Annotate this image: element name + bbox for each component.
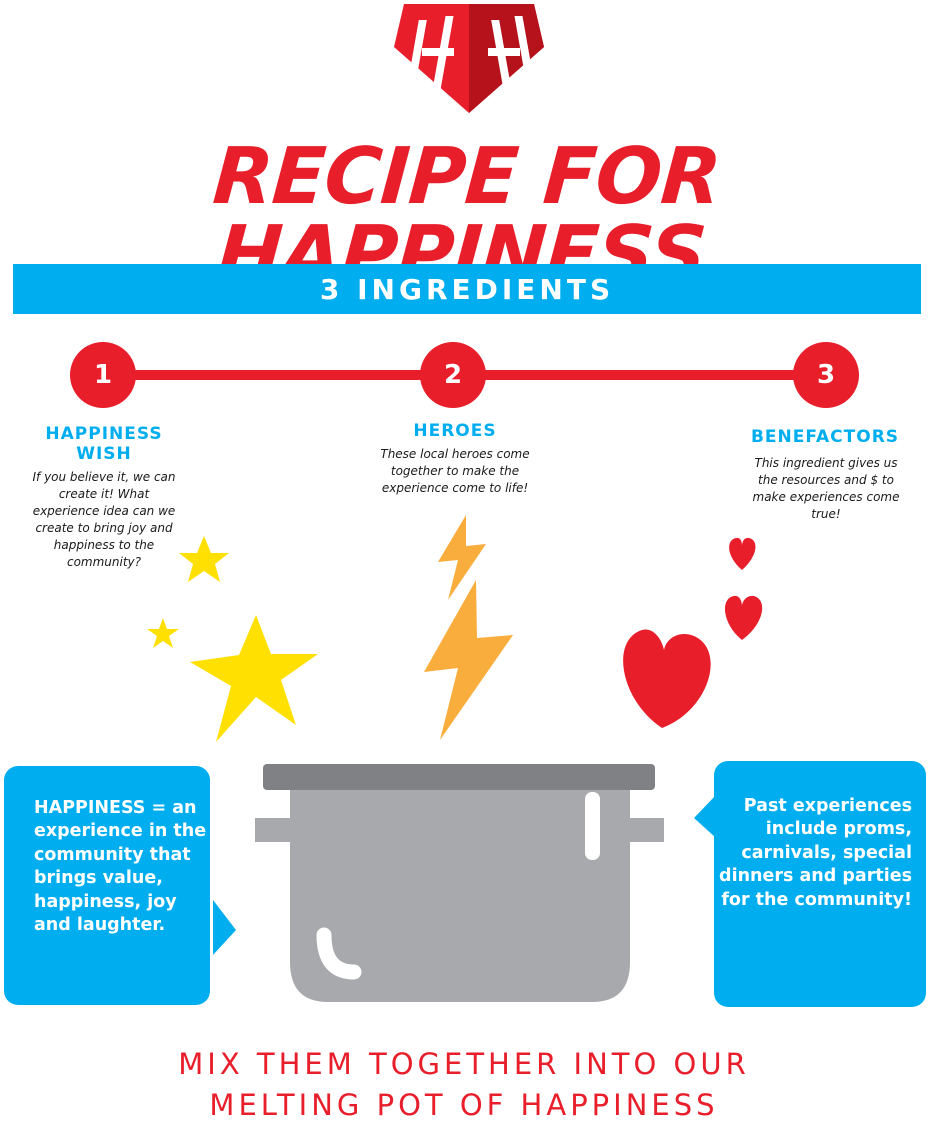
footer-tagline: MIX THEM TOGETHER INTO OUR MELTING POT O… <box>0 1044 928 1125</box>
step-3-circle: 3 <box>793 342 859 408</box>
ingredient-2-desc: These local heroes come together to make… <box>380 447 530 496</box>
ingredients-banner: 3 INGREDIENTS <box>13 264 921 314</box>
ingredient-2-title: HEROES <box>413 421 497 441</box>
step-2-circle: 2 <box>420 342 486 408</box>
step-1-circle: 1 <box>70 342 136 408</box>
heart-icon <box>623 537 763 728</box>
lightning-icon <box>424 515 513 740</box>
footer-line-2: MELTING POT OF HAPPINESS <box>209 1087 719 1122</box>
ingredient-1-title: HAPPINESS WISH <box>45 424 163 465</box>
left-bubble-text: HAPPINESS = an experience in the communi… <box>34 798 207 936</box>
ingredient-3-desc: This ingredient gives us the resources a… <box>752 456 900 522</box>
right-bubble-text: Past experiences include proms, carnival… <box>719 796 912 910</box>
star-icon <box>147 536 318 742</box>
footer-line-1: MIX THEM TOGETHER INTO OUR <box>178 1047 750 1081</box>
hh-shield-logo <box>394 4 544 113</box>
ingredient-1-desc: If you believe it, we can create it! Wha… <box>32 470 176 570</box>
right-info-bubble: Past experiences include proms, carnival… <box>714 761 926 1007</box>
ingredient-3-title: BENEFACTORS <box>750 427 900 447</box>
pot-icon <box>255 764 664 1002</box>
left-info-bubble: HAPPINESS = an experience in the communi… <box>4 766 210 1005</box>
